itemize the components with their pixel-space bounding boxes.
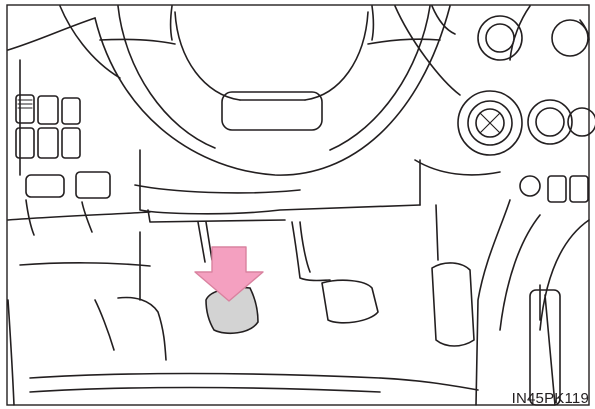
dashboard-outline	[8, 6, 589, 220]
brake-pedal	[292, 222, 378, 323]
figure-code-label: IN45PK119	[512, 391, 589, 406]
right-pedal	[432, 205, 474, 346]
frame-border	[7, 5, 589, 405]
steering-wheel	[95, 6, 450, 222]
center-console	[458, 16, 595, 405]
left-switch-panel	[16, 95, 110, 235]
